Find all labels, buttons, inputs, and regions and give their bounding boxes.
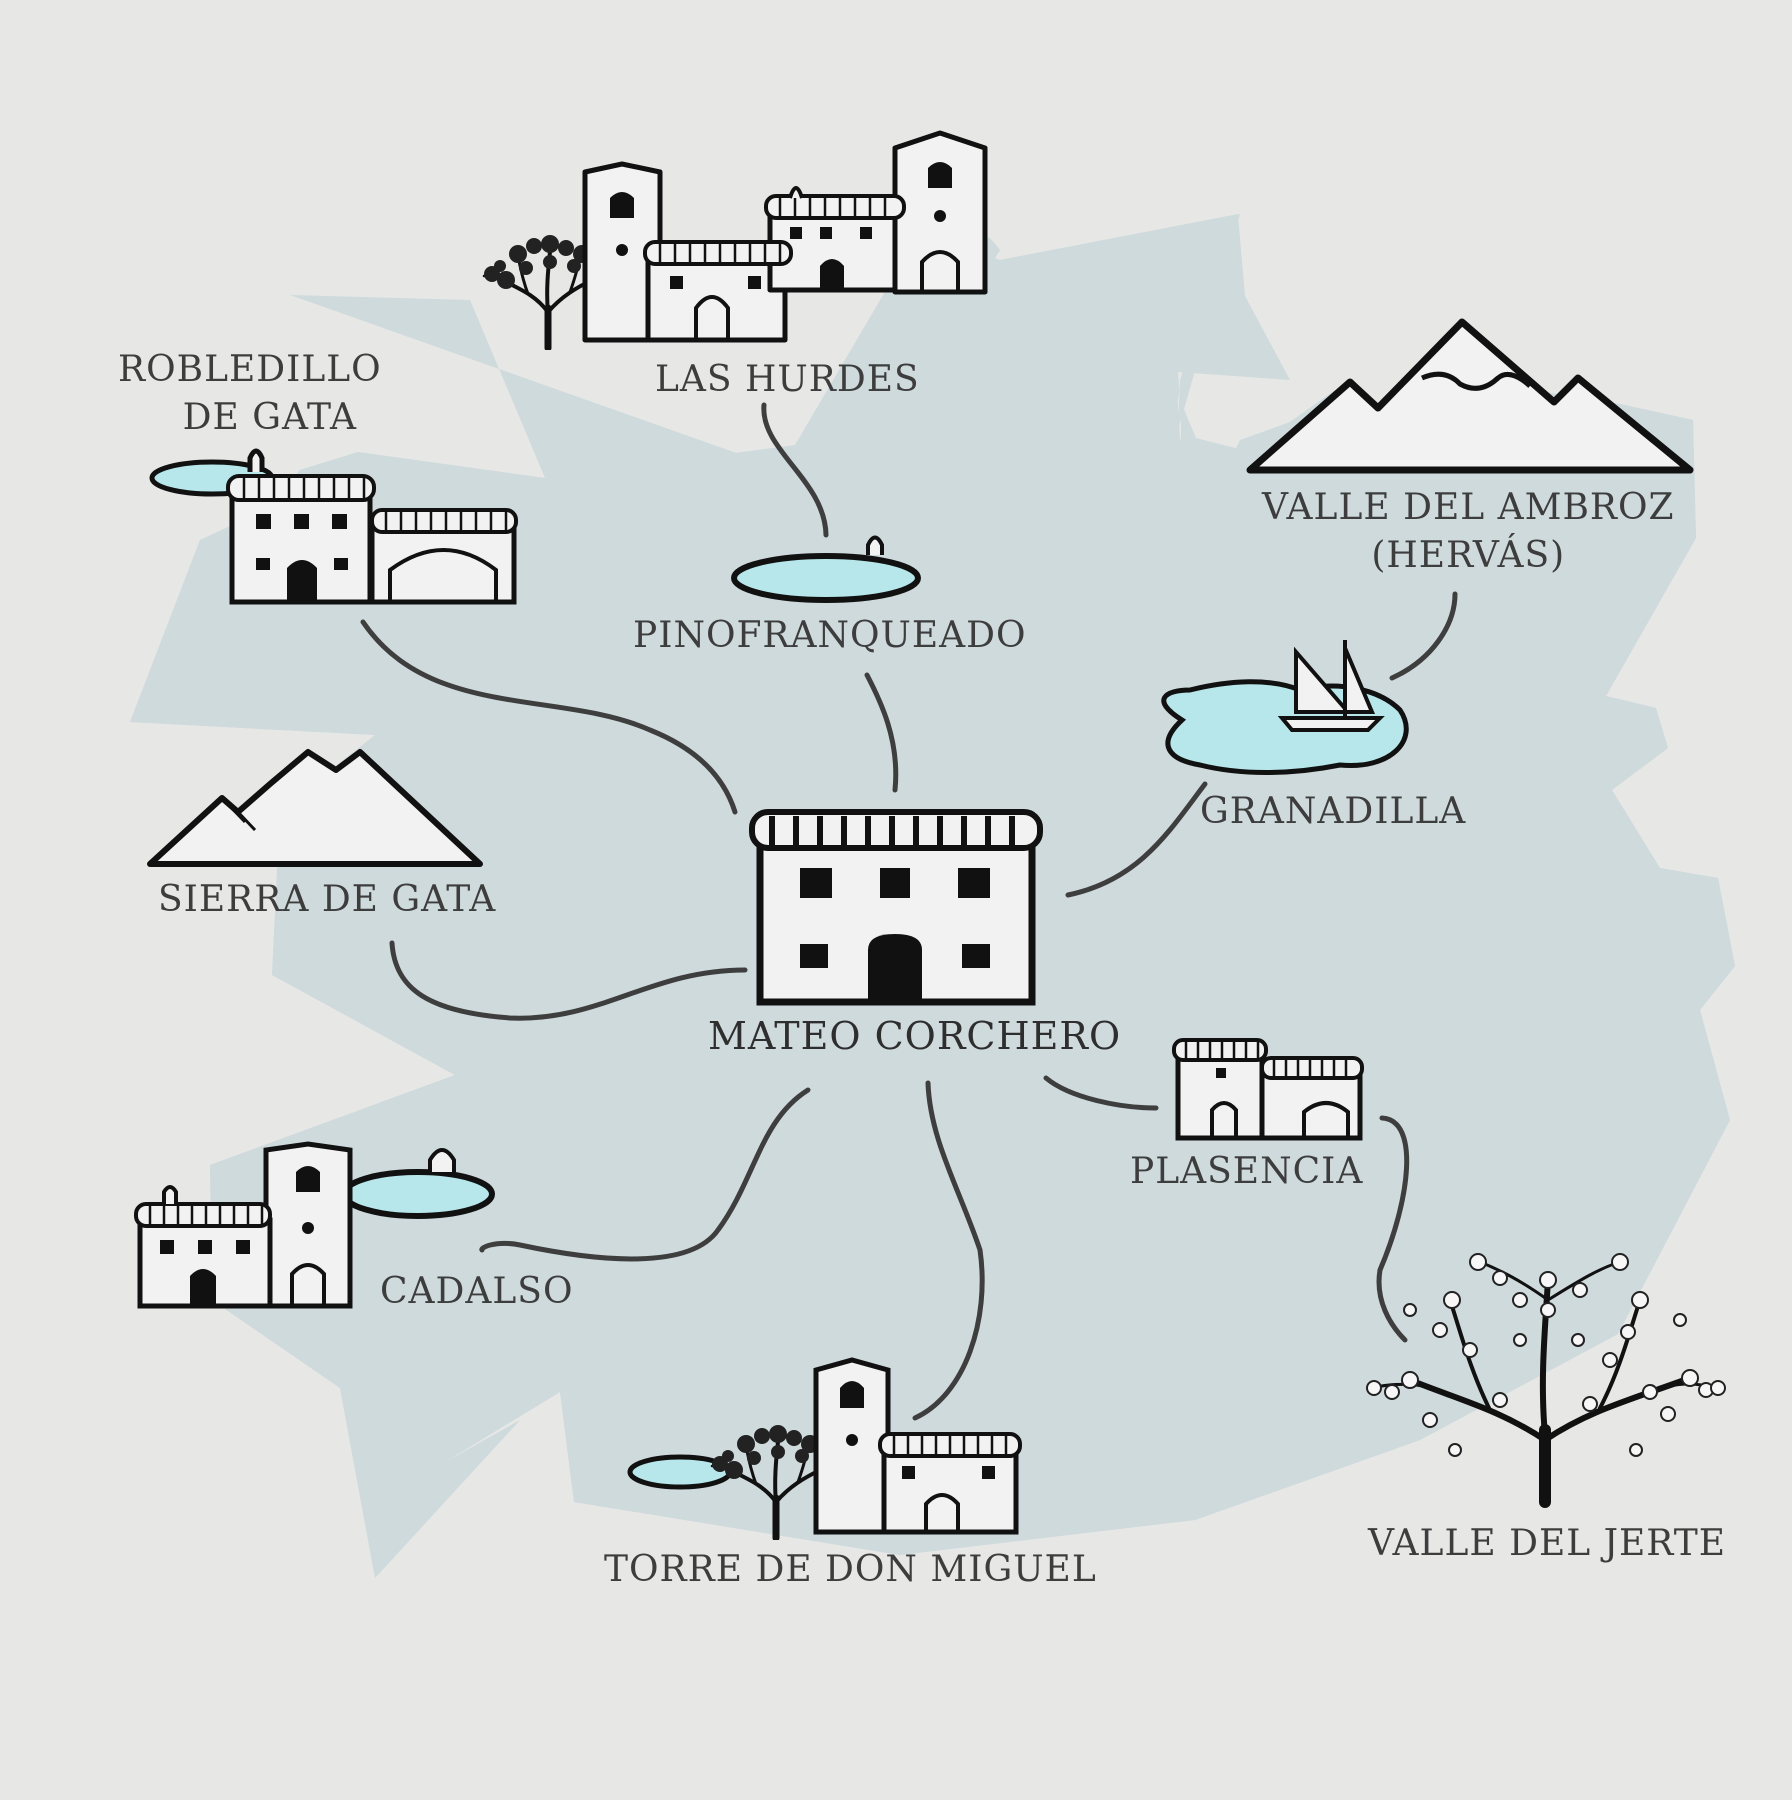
label-las-hurdes[interactable]: LAS HURDES	[655, 359, 920, 400]
connector-robledillo	[360, 619, 738, 815]
label-torre-de-don-miguel[interactable]: TORRE DE DON MIGUEL	[604, 1549, 1097, 1590]
connector-granadilla	[1065, 781, 1208, 898]
label-ambroz-line1: VALLE DEL AMBROZ	[1262, 487, 1675, 528]
house-icon	[749, 809, 1043, 1006]
label-pinofranqueado[interactable]: PINOFRANQUEADO	[633, 615, 1027, 656]
label-sierra-de-gata[interactable]: SIERRA DE GATA	[158, 879, 497, 920]
mountain-icon	[1246, 318, 1694, 474]
label-robledillo-line2: DE GATA	[182, 397, 358, 438]
connector-ambroz	[1389, 591, 1458, 681]
village-with-pool-icon	[149, 448, 518, 605]
label-valle-del-jerte[interactable]: VALLE DEL JERTE	[1368, 1523, 1727, 1564]
pool-icon	[731, 535, 921, 603]
mountain-icon	[147, 749, 483, 867]
connector-jerte	[1376, 1115, 1410, 1343]
village-with-pool-icon	[134, 1141, 495, 1309]
label-valle-del-ambroz[interactable]: VALLE DEL AMBROZ (HERVÁS)	[1262, 484, 1675, 580]
connector-plasencia	[1043, 1075, 1159, 1111]
town-icon	[1172, 1038, 1364, 1141]
label-cadalso[interactable]: CADALSO	[380, 1271, 574, 1312]
lake-sailboat-icon	[1161, 640, 1409, 775]
connector-sierra	[389, 940, 748, 1021]
village-with-tree-icon	[484, 130, 988, 348]
cherry-tree-icon	[1366, 1253, 1726, 1508]
connector-lines	[360, 402, 1458, 1421]
label-granadilla[interactable]: GRANADILLA	[1200, 791, 1467, 832]
label-robledillo-line1: ROBLEDILLO	[118, 349, 382, 390]
connector-torre	[912, 1080, 985, 1421]
label-ambroz-line2: (HERVÁS)	[1371, 535, 1566, 576]
village-with-tree-and-pool-icon	[627, 1357, 1022, 1538]
connector-las-hurdes	[761, 402, 829, 538]
label-robledillo-de-gata[interactable]: ROBLEDILLO DE GATA	[118, 346, 382, 442]
label-mateo-corchero[interactable]: MATEO CORCHERO	[708, 1014, 1122, 1058]
connector-cadalso	[479, 1087, 811, 1262]
label-plasencia[interactable]: PLASENCIA	[1130, 1151, 1364, 1192]
connector-pinofranqueado	[864, 672, 899, 793]
